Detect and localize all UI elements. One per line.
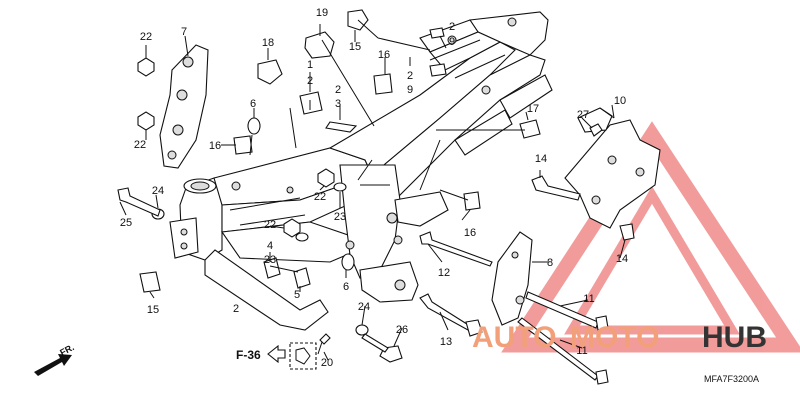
label-part-10: 10 <box>614 95 626 107</box>
label-part-16: 16 <box>209 140 221 152</box>
label-part-23: 23 <box>264 254 276 266</box>
label-part-22: 22 <box>314 191 326 203</box>
label-part-2: 2 <box>335 84 341 96</box>
label-part-4: 4 <box>267 240 273 252</box>
label-part-22: 22 <box>264 219 276 231</box>
label-part-15: 15 <box>147 304 159 316</box>
label-part-23: 23 <box>334 211 346 223</box>
label-part-2: 2 <box>449 21 455 33</box>
part-labels: 7 22 22 6 16 18 19 15 1 2 2 3 16 2 9 2 9… <box>120 7 628 369</box>
front-label: FR. <box>58 342 75 358</box>
label-part-14: 14 <box>535 153 547 165</box>
small-parts <box>117 9 635 385</box>
label-part-9: 9 <box>449 36 455 48</box>
label-part-11: 11 <box>576 345 587 357</box>
watermark-brand-auto: AUTO <box>472 321 556 354</box>
down-tube-plate <box>169 217 199 259</box>
label-part-24: 24 <box>152 185 164 197</box>
label-part-11: 11 <box>583 293 594 305</box>
diagram-code: MFA7F3200A <box>704 374 759 384</box>
label-part-7: 7 <box>181 26 187 38</box>
label-part-14: 14 <box>616 253 628 265</box>
label-part-2: 2 <box>407 70 413 82</box>
label-part-24: 24 <box>358 301 370 313</box>
label-part-20: 20 <box>321 357 333 369</box>
label-part-2: 2 <box>233 303 239 315</box>
label-part-25: 25 <box>120 217 132 229</box>
label-part-17: 17 <box>527 103 539 115</box>
label-part-5: 5 <box>294 289 300 301</box>
label-part-6: 6 <box>343 281 349 293</box>
watermark-brand-hub: HUB <box>702 321 767 354</box>
main-frame <box>179 11 553 331</box>
label-part-26: 26 <box>396 324 408 336</box>
label-part-27: 27 <box>577 109 589 121</box>
label-part-22: 22 <box>134 139 146 151</box>
front-arrow: FR. <box>34 342 76 376</box>
ref-code: F-36 <box>236 348 261 362</box>
label-part-12: 12 <box>438 267 450 279</box>
label-part-1: 1 <box>307 59 313 71</box>
label-part-18: 18 <box>262 37 274 49</box>
label-part-8: 8 <box>547 257 553 269</box>
label-part-16: 16 <box>464 227 476 239</box>
label-part-15: 15 <box>349 41 361 53</box>
label-part-19: 19 <box>316 7 328 19</box>
engine-hanger-bracket <box>159 44 209 169</box>
label-part-9: 9 <box>407 84 413 96</box>
watermark-logo <box>501 121 800 353</box>
f36-reference: F-36 <box>236 342 317 370</box>
label-part-6: 6 <box>250 98 256 110</box>
label-part-2: 2 <box>307 75 313 87</box>
label-part-22: 22 <box>140 31 152 43</box>
rear-bracket <box>564 107 661 229</box>
label-part-16: 16 <box>378 49 390 61</box>
label-part-3: 3 <box>335 98 341 110</box>
watermark-brand-moto: MOTO <box>570 321 659 354</box>
watermark-text: AUTO MOTO HUB <box>472 321 767 354</box>
label-part-13: 13 <box>440 336 452 348</box>
leader-lines <box>119 19 626 361</box>
side-plate <box>491 231 533 326</box>
